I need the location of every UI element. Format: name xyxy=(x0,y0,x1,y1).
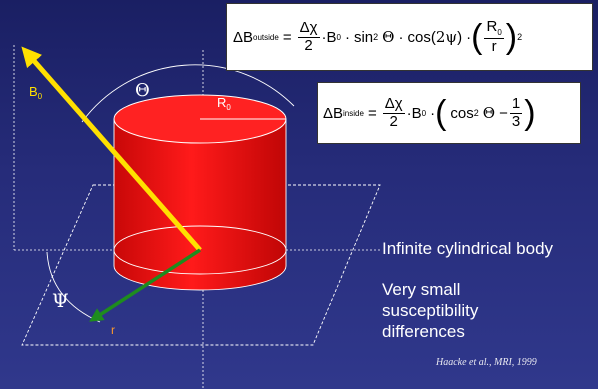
b0-label-sub: 0 xyxy=(37,92,43,101)
eq-in-lhs-sub: inside xyxy=(343,108,364,118)
r0-label-text: R xyxy=(217,95,227,110)
b0-label: B0 xyxy=(29,84,42,101)
eq-in-third-num: 1 xyxy=(509,95,523,114)
eq-in-lhs: ΔB xyxy=(323,104,344,122)
theta-arc xyxy=(81,64,295,123)
psi-label: Ψ xyxy=(52,290,69,312)
eq-in-cos-pow: 2 xyxy=(473,108,479,118)
description-line-2c: differences xyxy=(382,322,465,341)
eq-out-b0-sub: 0 xyxy=(336,32,341,42)
citation: Haacke et al., MRI, 1999 xyxy=(436,357,537,368)
eq-out-frac-num: Δχ xyxy=(297,19,320,38)
b0-arrow xyxy=(21,46,202,252)
cylinder xyxy=(113,94,287,291)
description-block: Very small susceptibility differences xyxy=(382,279,542,342)
eq-in-b0: B xyxy=(411,104,422,122)
b0-label-text: B xyxy=(29,84,38,99)
eq-out-b0: B xyxy=(326,28,337,46)
eq-out-outer-pow: 2 xyxy=(517,32,523,42)
eq-out-sin-pow: 2 xyxy=(373,32,379,42)
eq-in-frac-den: 2 xyxy=(389,112,398,130)
r0-label: R0 xyxy=(217,95,231,112)
eq-in-cos: cos xyxy=(450,104,474,122)
cylinder-body xyxy=(114,119,286,290)
description-line-2a: Very small xyxy=(382,280,461,299)
description-line-2b: susceptibility xyxy=(382,301,479,320)
eq-out-ratio-den: r xyxy=(491,37,497,55)
cylinder-bottom-edge xyxy=(113,265,287,291)
eq-out-lhs: ΔB xyxy=(233,28,254,46)
eq-in-b0-sub: 0 xyxy=(421,108,427,118)
cylinder-mid-section xyxy=(113,225,287,275)
eq-out-cos: cos xyxy=(407,28,431,46)
eq-out-lhs-sub: outside xyxy=(253,32,279,42)
eq-out-cos-arg: 2ψ xyxy=(435,28,458,46)
eq-in-frac-num: Δχ xyxy=(382,95,405,114)
description-line-1: Infinite cylindrical body xyxy=(382,239,554,258)
eq-in-theta: Θ xyxy=(482,104,496,122)
theta-label: Θ xyxy=(135,80,150,101)
r-arrow xyxy=(89,248,201,322)
eq-in-minus: − xyxy=(499,104,508,122)
r0-label-sub: 0 xyxy=(226,103,231,112)
eq-out-frac-den: 2 xyxy=(304,36,313,54)
eq-out-ratio-num: R xyxy=(486,17,498,35)
eq-out-theta: Θ xyxy=(382,28,395,46)
r-label: r xyxy=(111,323,115,337)
eq-out-sin: sin xyxy=(353,28,374,46)
eq-in-third-den: 3 xyxy=(511,112,521,130)
eq-out-ratio-num-sub: 0 xyxy=(497,27,502,37)
